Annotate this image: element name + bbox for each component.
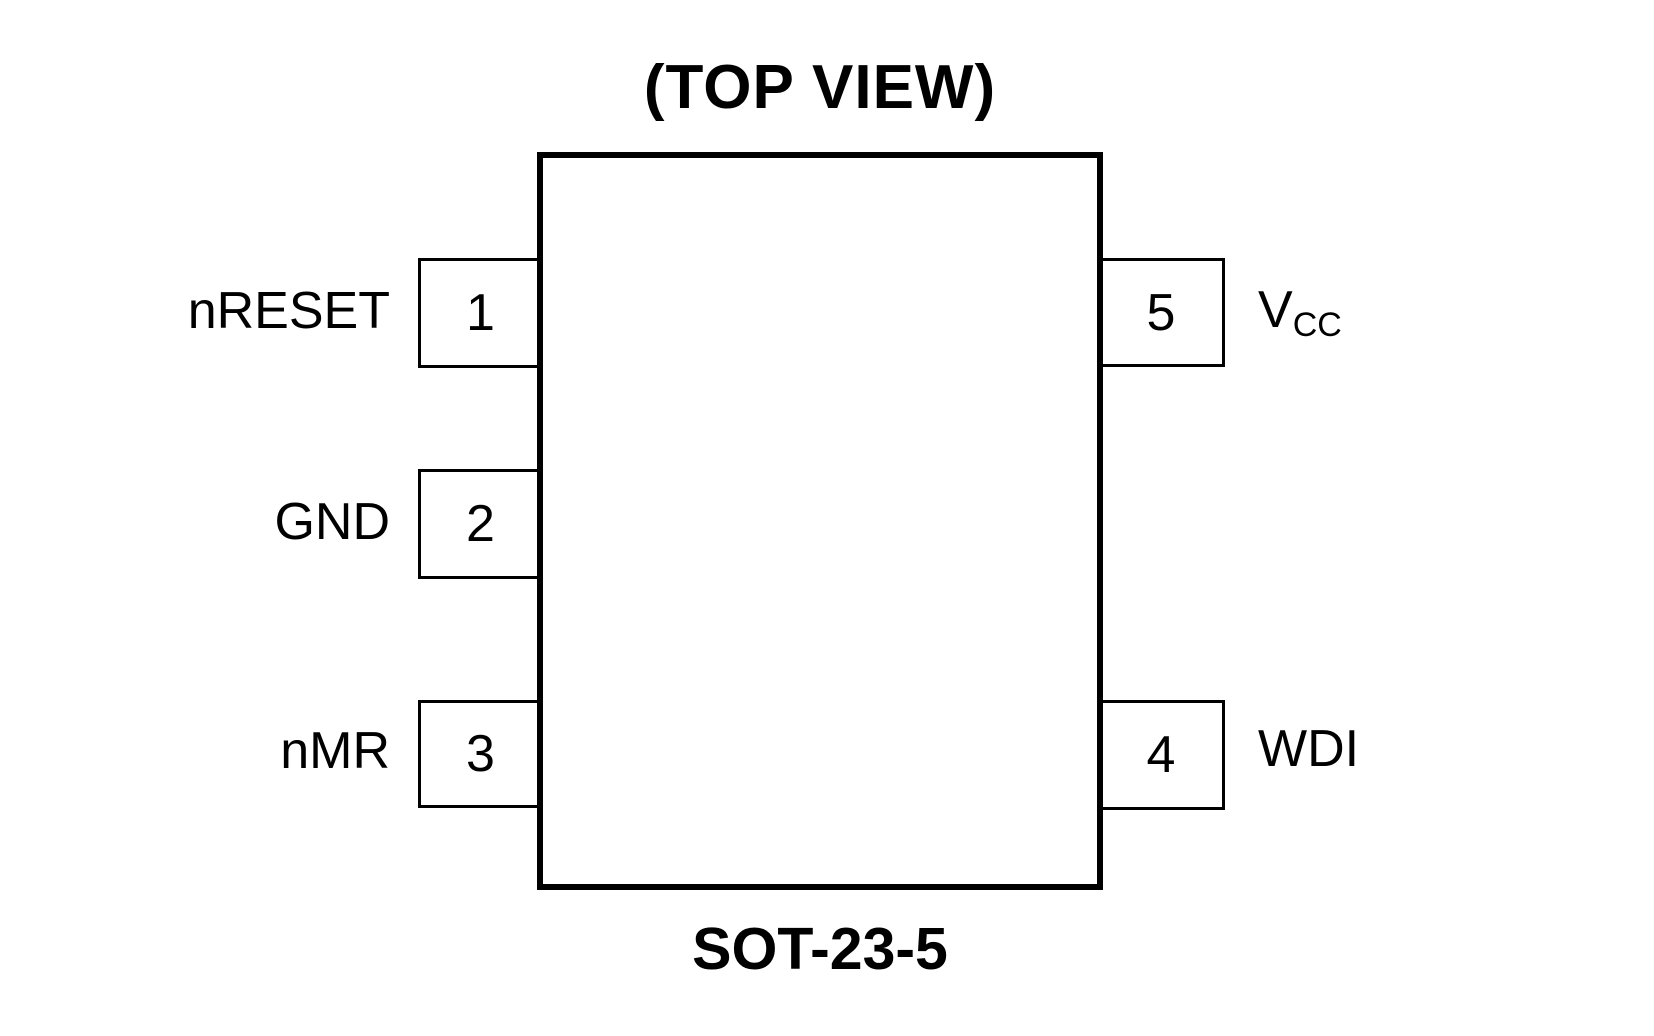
pin-number-2: 2: [466, 495, 495, 553]
pin-label-wdi-text: WDI: [1258, 719, 1360, 778]
pin-box-1: 1: [418, 258, 543, 368]
pin-box-2: 2: [418, 469, 543, 579]
pin-box-5: 5: [1097, 258, 1225, 367]
vcc-subscript: CC: [1292, 306, 1342, 344]
pin-label-vcc: VCC: [1258, 258, 1342, 367]
pin-number-3: 3: [466, 725, 495, 783]
pin-number-1: 1: [466, 284, 495, 342]
package-name-label: SOT-23-5: [692, 916, 948, 982]
view-title: (TOP VIEW): [643, 53, 997, 122]
pin-number-4: 4: [1146, 726, 1176, 784]
ic-package-body: [537, 152, 1103, 890]
pin-box-4: 4: [1097, 700, 1225, 810]
pin-box-3: 3: [418, 700, 543, 808]
pin-label-nmr: nMR: [280, 722, 390, 780]
pin-number-5: 5: [1146, 283, 1176, 342]
pin-label-nreset: nRESET: [187, 282, 390, 340]
pin-label-vcc-text: VCC: [1258, 281, 1342, 344]
pin-label-gnd: GND: [274, 493, 390, 551]
pin-label-wdi: WDI: [1258, 696, 1359, 806]
